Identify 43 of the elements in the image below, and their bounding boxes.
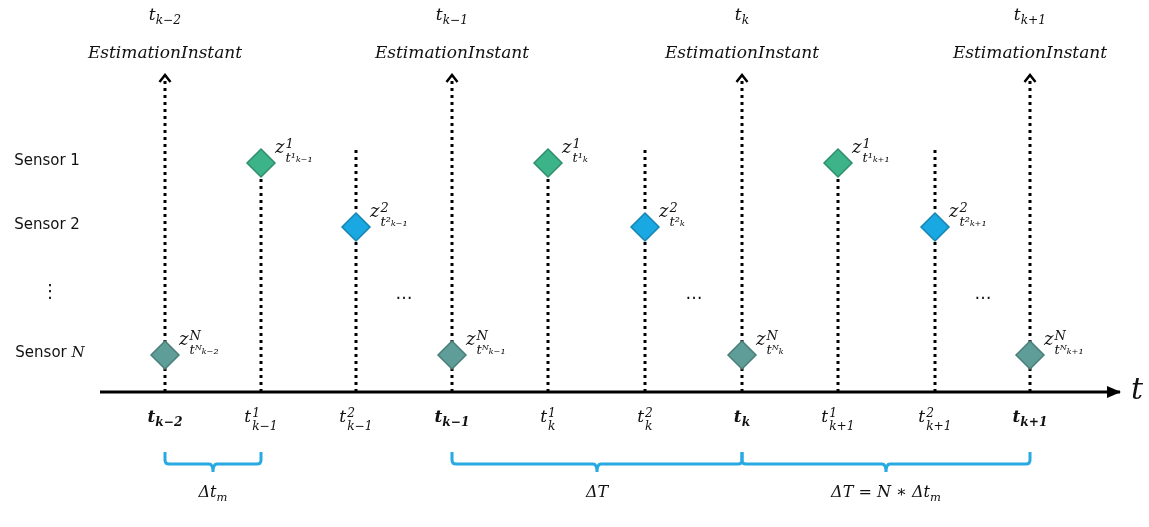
time-label: t$_{k}$ — [734, 4, 750, 28]
dotted-line — [354, 241, 358, 392]
measurement-diamond — [151, 341, 179, 369]
dotted-line — [546, 177, 550, 392]
measurement-diamond — [247, 149, 275, 177]
measurement-diamond — [438, 341, 466, 369]
dotted-arrow — [735, 73, 749, 392]
ellipsis: … — [974, 283, 992, 304]
estimation-instant-label: EstimationInstant — [664, 41, 820, 63]
interval-label: ΔT = N ∗ Δt$_{m}$ — [831, 482, 941, 505]
estimation-instant-label: EstimationInstant — [87, 41, 243, 63]
measurement-diamond — [631, 213, 659, 241]
tick-label: t$_{k−2}$ — [147, 406, 183, 430]
sensor-label: Sensor 2 — [14, 215, 80, 233]
axis-label: t — [1130, 371, 1144, 407]
measurement-diamond — [534, 149, 562, 177]
time-label: t$_{k−2}$ — [148, 4, 182, 28]
measurement-diamond — [824, 149, 852, 177]
dotted-line — [259, 177, 263, 392]
measurement-diamond — [728, 341, 756, 369]
measurement-diamond — [342, 213, 370, 241]
dotted-line — [643, 241, 647, 392]
estimation-instant-label: EstimationInstant — [374, 41, 530, 63]
dotted-arrow — [1023, 73, 1037, 392]
dotted-arrow — [445, 73, 459, 392]
ellipsis: … — [685, 283, 703, 304]
estimation-instant-label: EstimationInstant — [952, 41, 1108, 63]
dotted-line — [836, 177, 840, 392]
dotted-arrow — [158, 73, 172, 392]
interval-label: Δt$_{m}$ — [198, 482, 228, 505]
tick-label: t$_{k}$ — [733, 406, 751, 430]
sensor-label: Sensor N — [15, 343, 85, 361]
sensor-label: Sensor 1 — [14, 151, 80, 169]
measurement-diamond — [1016, 341, 1044, 369]
tick-label: t$_{k−1}$ — [434, 406, 470, 430]
dotted-line — [933, 241, 937, 392]
vertical-ellipsis: ⋮ — [41, 280, 59, 302]
time-label: t$_{k−1}$ — [435, 4, 469, 28]
tick-label: t$_{k+1}$ — [1012, 406, 1048, 430]
time-label: t$_{k+1}$ — [1013, 4, 1047, 28]
ellipsis: … — [395, 283, 413, 304]
measurement-diamond — [921, 213, 949, 241]
interval-label: ΔT — [585, 482, 609, 502]
